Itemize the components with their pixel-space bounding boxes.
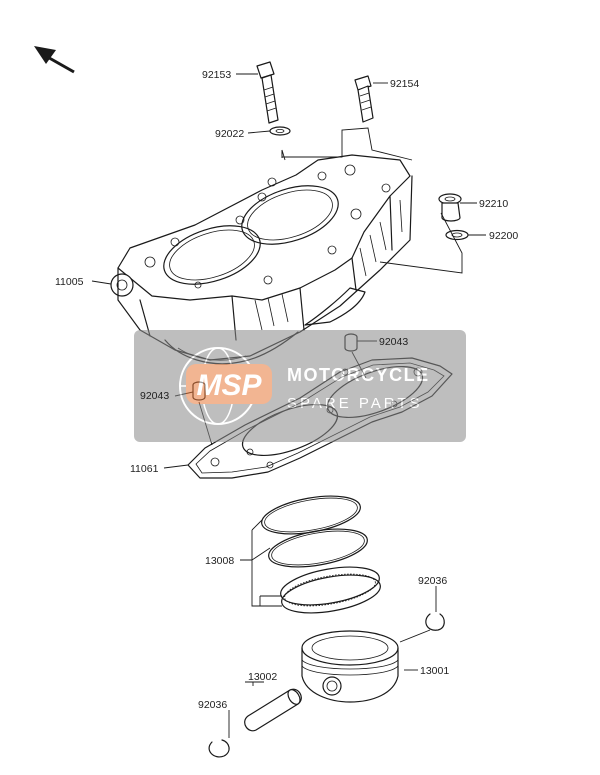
logo-text: MSP (196, 369, 262, 402)
label-92200: 92200 (489, 230, 518, 242)
label-92153: 92153 (202, 69, 231, 81)
label-13001: 13001 (420, 665, 449, 677)
clip-right (425, 613, 445, 631)
label-92036-left: 92036 (198, 699, 227, 711)
label-11061: 11061 (130, 463, 159, 475)
piston-pin (244, 688, 302, 732)
washer-92022 (269, 126, 291, 136)
label-11005: 11005 (55, 276, 84, 288)
bolt-92153 (256, 61, 279, 124)
label-92210: 92210 (479, 198, 508, 210)
clip-left (208, 739, 230, 758)
direction-arrow-icon (34, 46, 75, 74)
watermark: MSP MOTORCYCLE SPARE PARTS (134, 330, 466, 442)
logo-badge (186, 364, 272, 404)
label-92043-left: 92043 (140, 390, 169, 402)
watermark-panel (134, 330, 466, 442)
label-13008: 13008 (205, 555, 234, 567)
label-92036-right: 92036 (418, 575, 447, 587)
stud-92154 (354, 75, 374, 123)
piston (301, 630, 399, 703)
piston-rings (261, 495, 381, 614)
label-92022: 92022 (215, 128, 244, 140)
sleeve-92210 (438, 193, 462, 222)
label-92154: 92154 (390, 78, 419, 90)
label-13002: 13002 (248, 671, 277, 683)
label-92043-right: 92043 (379, 336, 408, 348)
washer-92200 (445, 229, 469, 241)
watermark-subtitle: SPARE PARTS (287, 395, 423, 412)
watermark-brand: MOTORCYCLE (287, 365, 430, 385)
part-labels: 92153 92154 92022 92210 92200 11005 9204… (55, 69, 518, 711)
